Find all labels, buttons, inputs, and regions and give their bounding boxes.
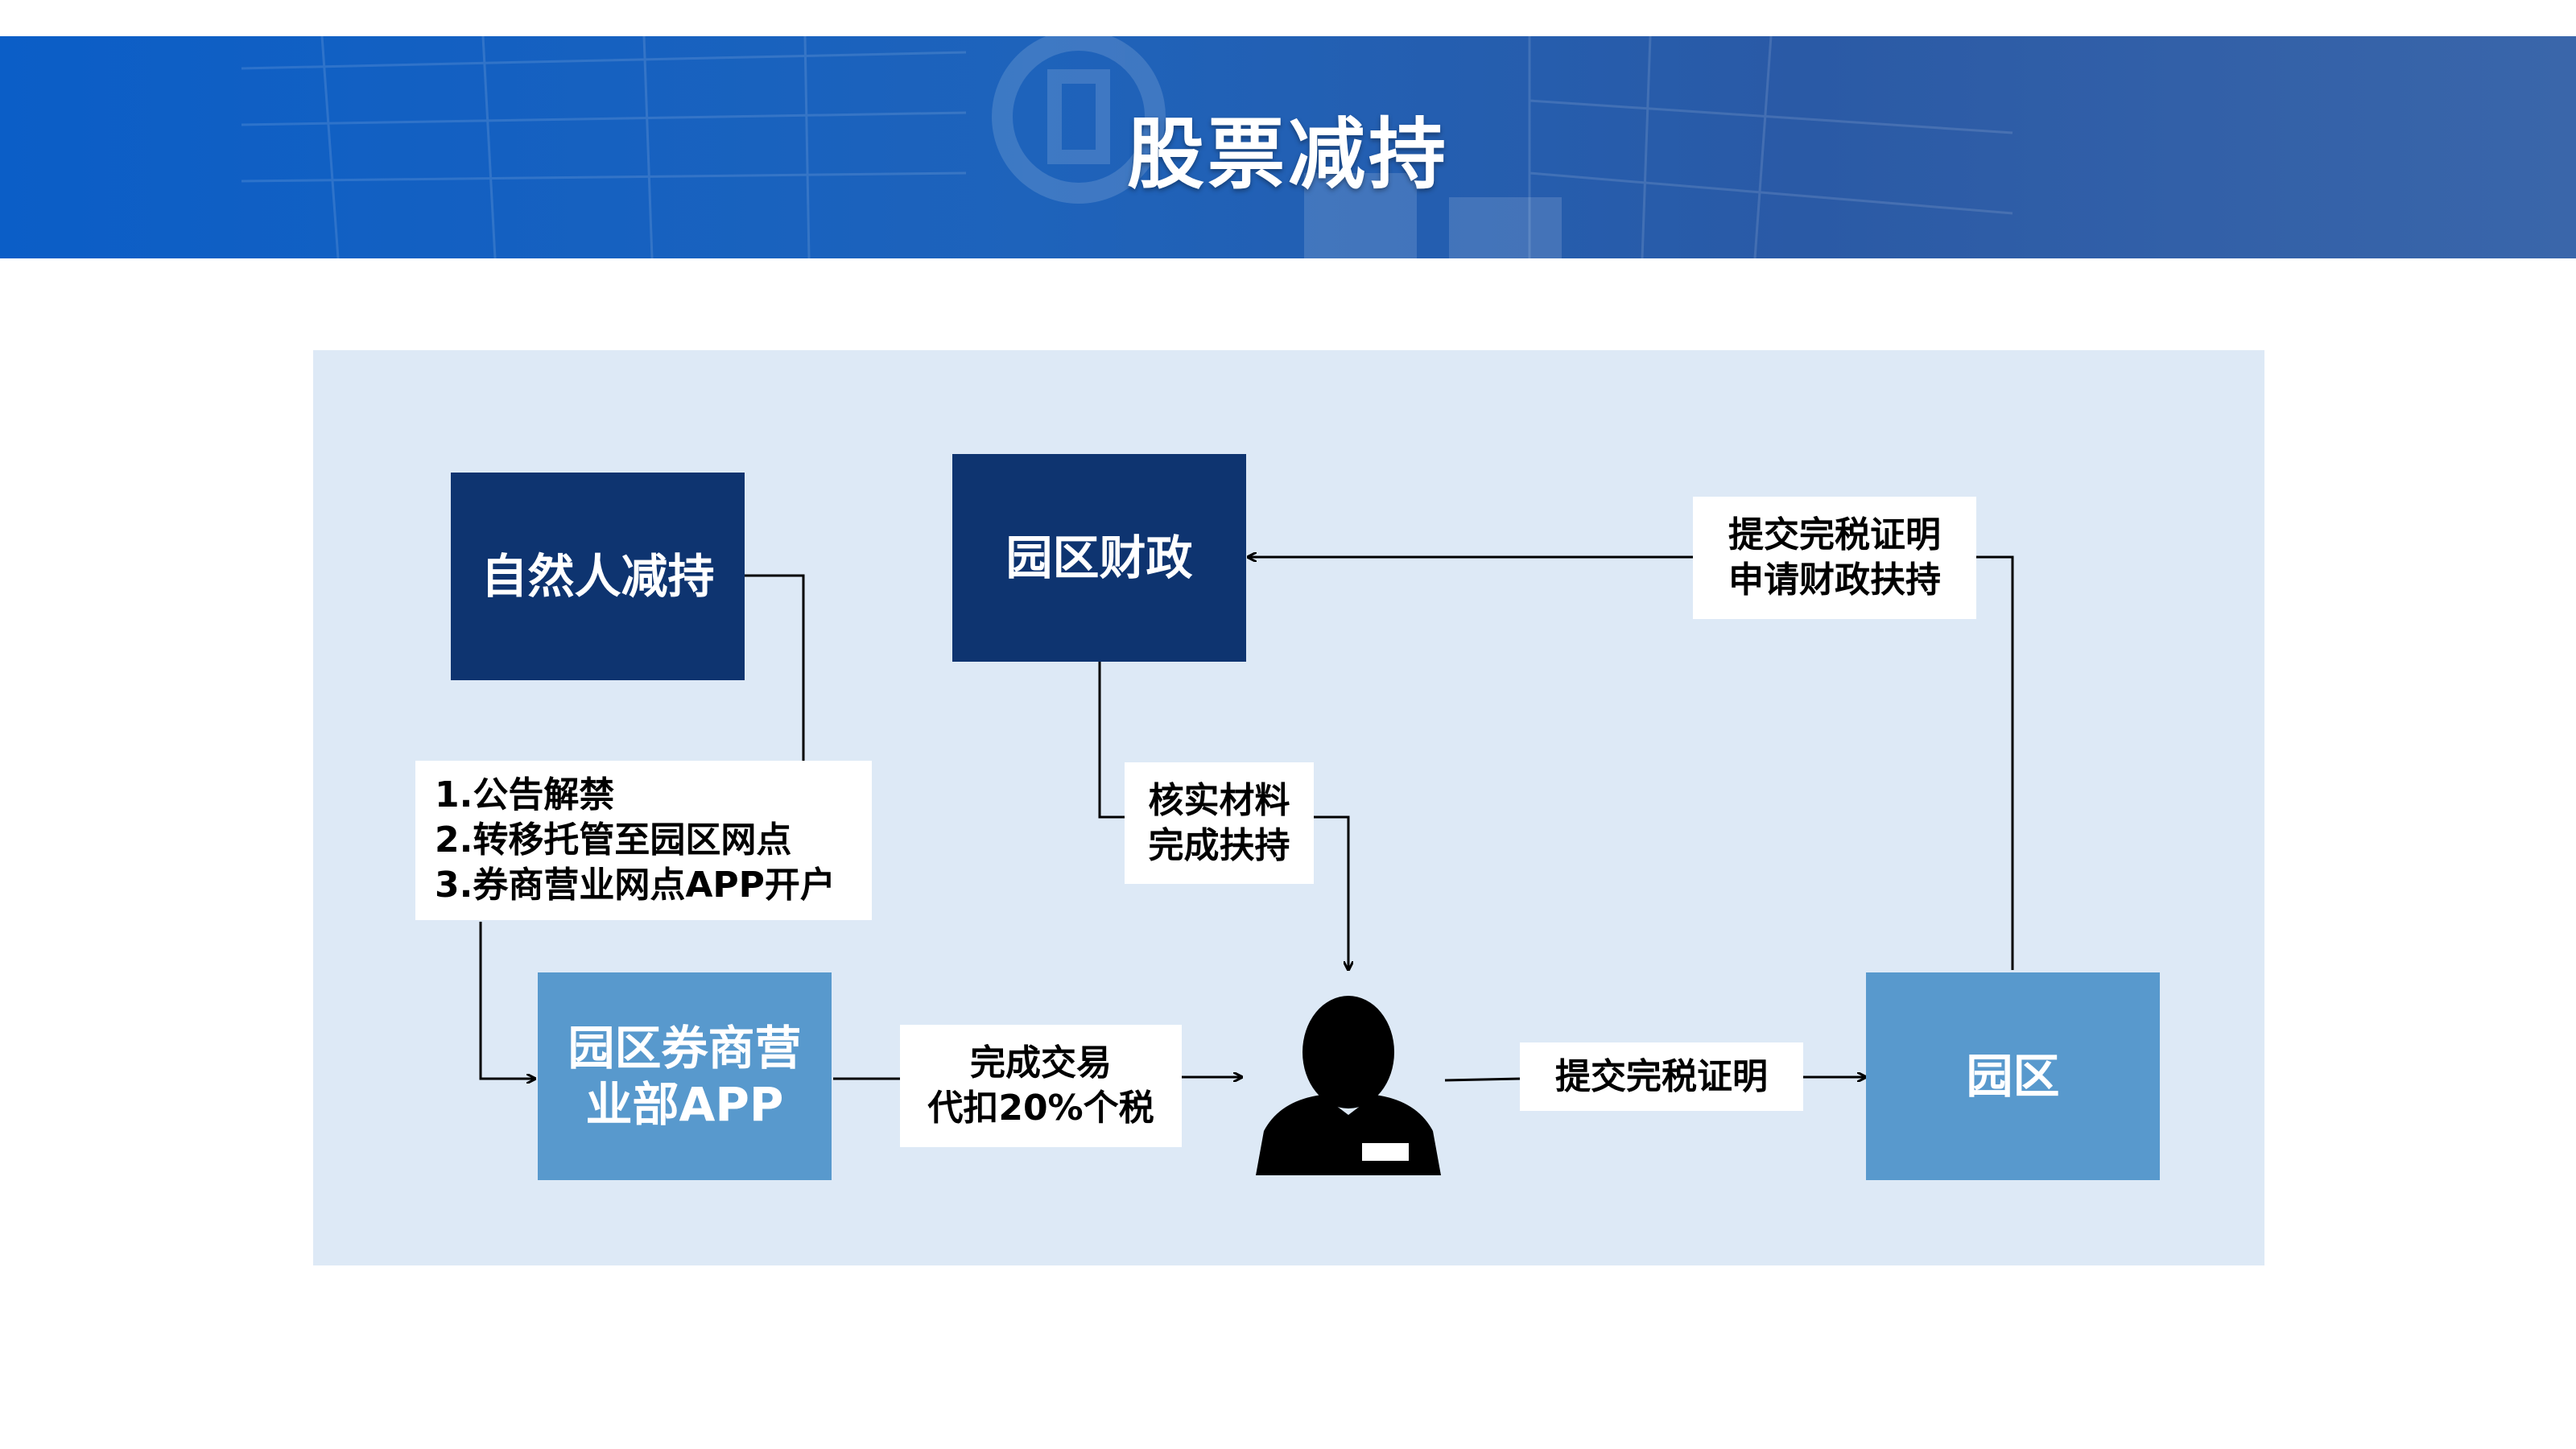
node-park: 园区 [1866,972,2160,1180]
edge-natural-to-broker [745,574,805,761]
person-icon [1256,996,1441,1175]
node-park-finance: 园区财政 [952,454,1246,662]
edge-park-to-finance [1976,555,2014,970]
header-banner: 股票减持 [0,36,2576,258]
node-natural-person: 自然人减持 [451,473,745,680]
node-broker-app: 园区券商营 业部APP [538,972,832,1180]
edge-finance-to-person [1098,662,1127,819]
page-title: 股票减持 [1127,109,1449,200]
label-submit-proof: 提交完税证明 [1520,1042,1803,1111]
label-trade: 完成交易 代扣20%个税 [900,1025,1182,1147]
label-apply-support: 提交完税证明 申请财政扶持 [1693,497,1976,619]
label-verify: 核实材料 完成扶持 [1125,762,1314,884]
edge-person-to-park [1444,1077,1521,1082]
banner-building-watermark [241,36,2013,258]
label-steps: 1.公告解禁 2.转移托管至园区网点 3.券商营业网点APP开户 [415,761,872,920]
edge-natural-to-broker-tail [479,922,535,1079]
